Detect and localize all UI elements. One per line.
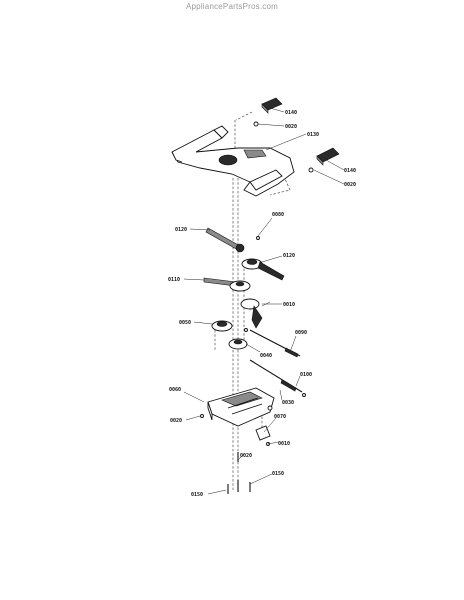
callout-0030: 0030 [282, 400, 294, 406]
gear-0040 [228, 338, 248, 350]
foot-pad-top [253, 97, 283, 127]
callout-0060: 0060 [169, 387, 181, 393]
callout-0120-right: 0120 [283, 253, 295, 259]
callout-0110: 0110 [168, 277, 180, 283]
callout-0020-top: 0020 [285, 124, 297, 130]
callout-0120-left: 0120 [175, 227, 187, 233]
lever-left [205, 227, 260, 253]
callout-0100: 0100 [300, 372, 312, 378]
cable-0100 [249, 359, 306, 397]
screws-bottom [227, 452, 251, 494]
bottom-housing [200, 387, 275, 427]
callout-0140-right: 0140 [344, 168, 356, 174]
callout-0010: 0010 [283, 302, 295, 308]
watermark: AppliancePartsPros.com [186, 2, 278, 11]
callout-0090: 0090 [295, 330, 307, 336]
foot-pad-right [308, 147, 340, 173]
callout-0080: 0080 [272, 212, 284, 218]
callout-0020-left: 0020 [170, 418, 182, 424]
callout-0150-right: 0150 [272, 471, 284, 477]
lever-0110 [203, 277, 251, 292]
gear-0050 [211, 320, 248, 332]
callout-0020-right: 0020 [344, 182, 356, 188]
callout-0070: 0070 [274, 414, 286, 420]
leader-lines [183, 107, 345, 495]
cam-right [241, 258, 285, 281]
callout-0150-left: 0150 [191, 492, 203, 498]
callout-0140-top: 0140 [285, 110, 297, 116]
callout-0130: 0130 [307, 132, 319, 138]
callout-labels: 0140 0020 0130 0140 0020 0080 0120 0120 … [168, 110, 356, 498]
callout-0040: 0040 [260, 353, 272, 359]
clip-0070 [255, 425, 271, 446]
callout-0050: 0050 [179, 320, 191, 326]
bracket-0010 [240, 298, 271, 329]
callout-0020-bottom: 0020 [240, 453, 252, 459]
cable-0090 [249, 329, 301, 358]
base-frame [171, 125, 295, 197]
callout-0010-bottom: 0010 [278, 441, 290, 447]
